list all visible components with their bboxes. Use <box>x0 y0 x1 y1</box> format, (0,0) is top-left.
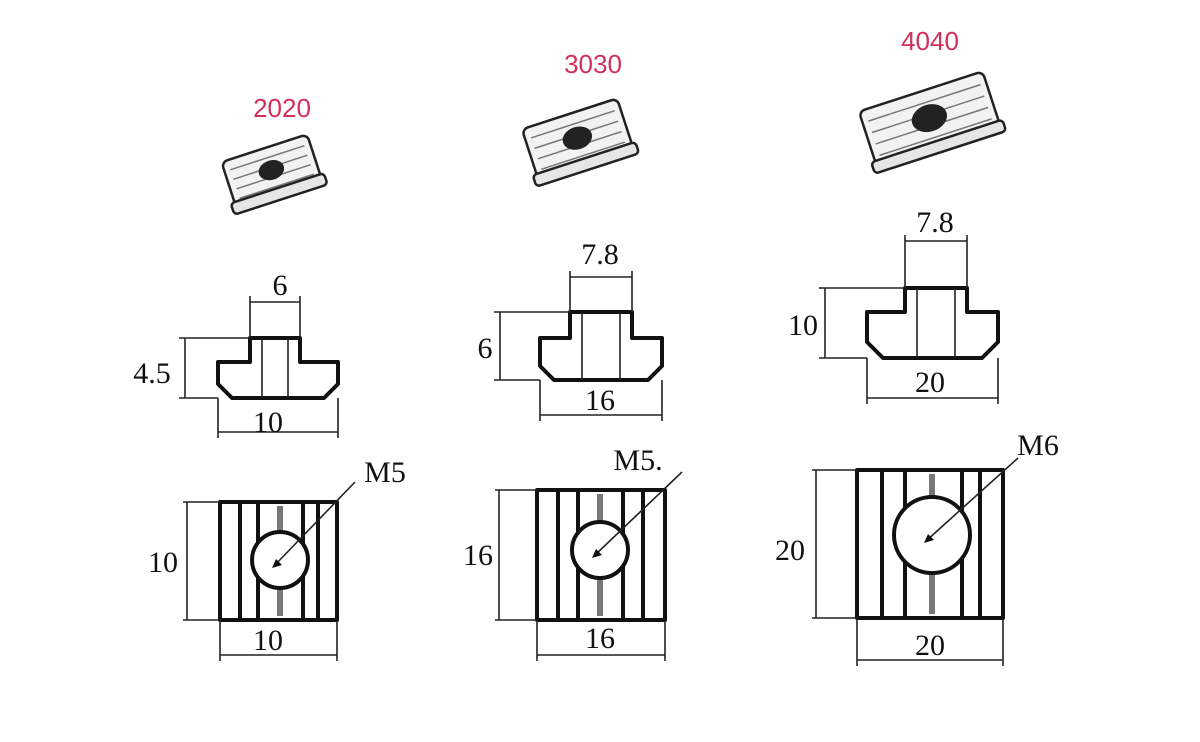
nut-flange <box>230 172 328 215</box>
dim-width-4040: 20 <box>915 629 945 662</box>
top-view-outline-3030 <box>535 488 667 622</box>
profile-outline-3030 <box>538 310 664 382</box>
top-view-outline-4040 <box>855 468 1005 620</box>
dim-height-2020: 4.5 <box>133 357 171 390</box>
nut-flange <box>870 119 1007 174</box>
top-view-outline-2020 <box>218 500 339 622</box>
profile-outline-4040 <box>865 286 1000 360</box>
dim-length-2020: 10 <box>148 546 178 579</box>
nut-groove <box>239 173 314 200</box>
dim-base-4040: 20 <box>915 366 945 399</box>
dim-stem-2020: 6 <box>273 269 288 302</box>
dim-stem-4040: 7.8 <box>916 206 954 239</box>
thread-2020: M5 <box>364 456 406 489</box>
thread-leader <box>273 481 356 567</box>
nut-groove <box>868 83 981 122</box>
dim-length-4040: 20 <box>775 534 805 567</box>
thread-leader <box>593 471 683 557</box>
label-2020: 2020 <box>253 93 311 123</box>
nut-groove <box>541 141 626 171</box>
arrowhead <box>592 549 602 558</box>
profile-outline-2020 <box>216 336 340 400</box>
nut-photo-2020 <box>221 134 328 215</box>
dim-base-3030: 16 <box>585 384 615 417</box>
label-4040: 4040 <box>901 26 959 56</box>
dim-width-3030: 16 <box>585 622 615 655</box>
thread-hole <box>911 104 948 133</box>
dim-height-4040: 10 <box>788 309 818 342</box>
label-3030: 3030 <box>564 49 622 79</box>
thread-4040: M6 <box>1017 429 1059 462</box>
nut-flange <box>532 141 640 187</box>
arrowhead <box>924 534 934 543</box>
nut-photo-4040 <box>859 71 1007 174</box>
nut-groove <box>530 109 615 139</box>
arrowhead <box>272 559 282 568</box>
thread-3030: M5. <box>613 444 662 477</box>
nut-photo-3030 <box>522 98 640 187</box>
dim-stem-3030: 7.8 <box>581 238 619 271</box>
dim-width-2020: 10 <box>253 624 283 657</box>
thread-hole <box>562 126 593 150</box>
dim-length-3030: 16 <box>463 539 493 572</box>
dim-height-3030: 6 <box>478 332 493 365</box>
thread-leader <box>925 457 1019 542</box>
thread-hole <box>258 159 285 181</box>
nut-groove <box>230 144 305 171</box>
dim-base-2020: 10 <box>253 406 283 439</box>
nut-groove <box>879 118 992 157</box>
